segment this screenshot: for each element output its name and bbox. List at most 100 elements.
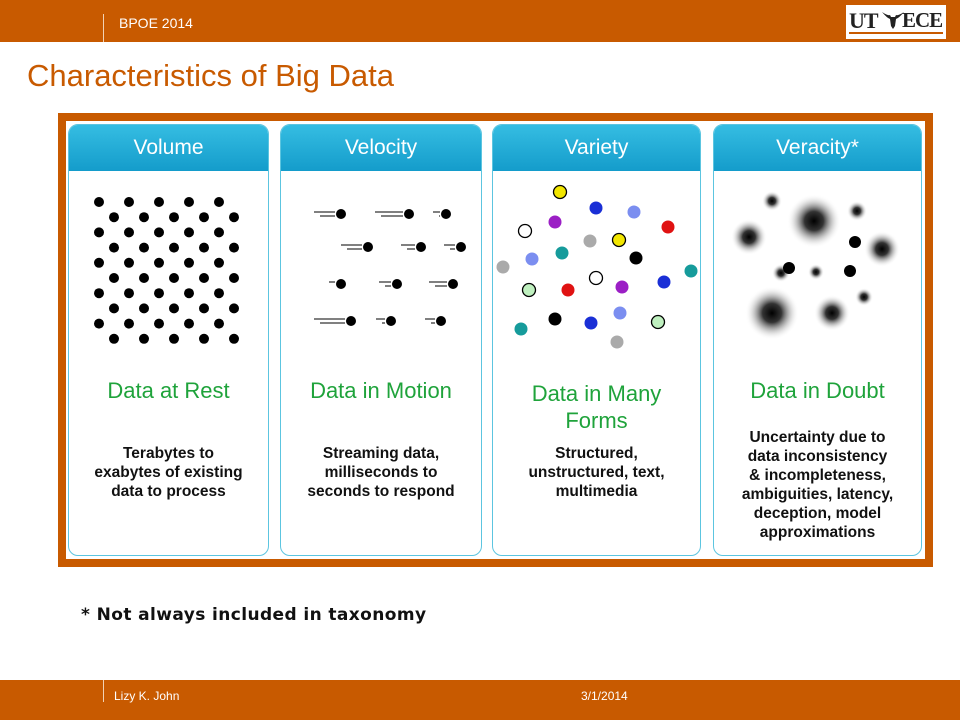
grid-dot <box>94 318 104 329</box>
grid-dot <box>154 318 164 329</box>
sharp-dot <box>844 265 856 277</box>
variety-dot <box>525 252 539 266</box>
logo-right-text: ECE <box>902 8 943 32</box>
grid-dot <box>124 318 134 329</box>
grid-dot <box>229 242 239 253</box>
grid-dot <box>154 197 164 207</box>
grid-dot <box>229 212 239 223</box>
card-velocity: Velocity Data in Motion Streaming data, … <box>280 124 482 556</box>
variety-dot <box>555 246 569 260</box>
variety-dot <box>650 314 666 330</box>
grid-dot <box>184 257 194 268</box>
variety-dot <box>517 223 533 239</box>
card-header: Variety <box>493 125 700 171</box>
grid-dot <box>139 333 149 344</box>
card-description-line: seconds to respond <box>307 483 455 500</box>
card-subtitle: Data in Doubt <box>714 377 921 404</box>
grid-dot <box>154 227 164 238</box>
variety-dot <box>611 232 627 248</box>
grid-dot <box>154 288 164 299</box>
blurred-dots-icon <box>731 191 900 340</box>
card-description-line: ambiguities, latency, <box>741 486 894 503</box>
moving-dot <box>416 242 426 252</box>
blurred-dot <box>864 231 900 267</box>
card-description-line: multimedia <box>555 483 638 500</box>
grid-dot <box>124 227 134 238</box>
variety-dot <box>588 270 604 286</box>
grid-dot <box>214 227 224 238</box>
card-description-line: exabytes of existing <box>94 464 243 481</box>
slide-title: Characteristics of Big Data <box>27 58 394 93</box>
card-subtitle: Data in Motion <box>281 377 481 404</box>
moving-dot <box>448 279 458 289</box>
grid-dot <box>199 333 209 344</box>
variety-dot <box>657 275 671 289</box>
blurred-dot <box>808 264 824 280</box>
card-heading: Velocity <box>344 136 418 159</box>
card-description-line: & incompleteness, <box>749 467 886 484</box>
grid-dot <box>169 212 179 223</box>
variety-dot <box>548 312 562 326</box>
card-subtitle: Data at Rest <box>69 377 268 404</box>
header-bar <box>0 0 960 42</box>
card-description-line: unstructured, text, <box>528 464 665 481</box>
grid-dot <box>109 273 119 283</box>
card-header: Velocity <box>281 125 481 171</box>
moving-dot <box>456 242 466 252</box>
card-veracity: Veracity* Data in Doubt Uncertainty due … <box>713 124 922 556</box>
variety-dot <box>521 282 537 298</box>
grid-dot <box>94 257 104 268</box>
grid-dot <box>109 303 119 314</box>
variety-dot <box>514 322 528 336</box>
card-description: Uncertainty due to data inconsistency & … <box>722 428 913 542</box>
grid-dot <box>199 212 209 223</box>
date-label: 3/1/2014 <box>581 689 628 703</box>
grid-dot <box>124 257 134 268</box>
card-subtitle: Data in Many Forms <box>493 380 700 434</box>
grid-dot <box>169 333 179 344</box>
moving-dot <box>363 242 373 252</box>
card-heading: Volume <box>133 136 204 159</box>
blurred-dot <box>814 295 850 331</box>
card-description: Structured, unstructured, text, multimed… <box>501 444 692 501</box>
variety-dot <box>552 184 568 200</box>
blurred-dot <box>762 191 782 211</box>
colored-dots-icon <box>496 184 698 349</box>
grid-dot <box>109 242 119 253</box>
sharp-dot <box>849 236 861 248</box>
variety-dot <box>561 283 575 297</box>
card-variety: Variety Data in Many Forms Structured, u… <box>492 124 701 556</box>
variety-dot <box>629 251 643 265</box>
logo-underline <box>849 32 943 34</box>
grid-dot <box>139 273 149 283</box>
card-description-line: Streaming data, <box>322 445 440 462</box>
grid-dot <box>229 333 239 344</box>
card-heading: Variety <box>564 136 629 159</box>
grid-dot <box>184 197 194 207</box>
card-description-line: deception, model <box>753 505 882 522</box>
blurred-dot <box>847 201 867 221</box>
moving-dot <box>346 316 356 326</box>
sharp-dot <box>783 262 795 274</box>
grid-dot <box>124 197 134 207</box>
grid-dot <box>184 227 194 238</box>
grid-dot <box>139 212 149 223</box>
card-description-line: Uncertainty due to <box>749 429 886 446</box>
grid-dot <box>184 318 194 329</box>
grid-dot <box>139 242 149 253</box>
grid-dot <box>169 273 179 283</box>
variety-dot <box>613 306 627 320</box>
footer-bar <box>0 680 960 720</box>
card-subtitle-line: Forms <box>565 408 628 433</box>
variety-dot <box>610 335 624 349</box>
grid-dot <box>94 288 104 299</box>
author-label: Lizy K. John <box>114 689 180 703</box>
moving-dot <box>404 209 414 219</box>
grid-dot <box>139 303 149 314</box>
header-divider <box>103 14 104 42</box>
logo-left-text: UT <box>849 8 879 33</box>
blurred-dot <box>855 288 873 306</box>
moving-dot <box>336 209 346 219</box>
grid-dot <box>229 303 239 314</box>
moving-dot <box>336 279 346 289</box>
